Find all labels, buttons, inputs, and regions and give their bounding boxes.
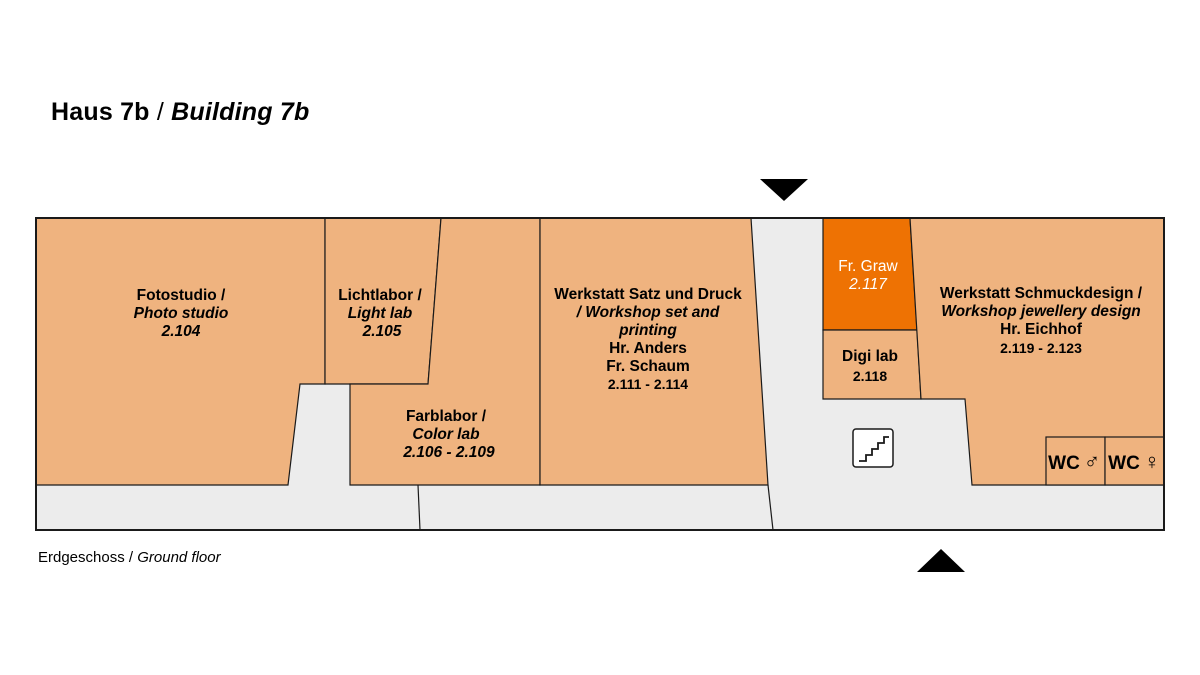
wc-label: WC xyxy=(1108,453,1140,474)
room-number: 2.119 - 2.123 xyxy=(1000,340,1082,356)
room-wc-male[interactable]: WC ♂ xyxy=(1045,436,1106,486)
building-outline xyxy=(35,217,1165,531)
room-number: 2.105 xyxy=(362,323,402,340)
room-person: Hr. Anders xyxy=(609,340,687,357)
room-label-en: / Workshop set and xyxy=(576,304,720,321)
room-number: 2.117 xyxy=(848,276,888,293)
room-label-en: printing xyxy=(618,322,677,339)
room-label: Digi lab xyxy=(842,348,898,365)
room-number: 2.106 - 2.109 xyxy=(402,444,495,461)
room-label: Werkstatt Satz und Druck xyxy=(554,286,742,303)
room-label: Lichtlabor / xyxy=(338,287,422,304)
room-person: Fr. Graw xyxy=(838,258,898,275)
title-german: Haus 7b xyxy=(51,98,150,126)
room-label-en: Photo studio xyxy=(134,305,229,322)
stairs-icon xyxy=(852,428,894,468)
arrow-up-icon xyxy=(917,549,965,572)
room-label: Werkstatt Schmuckdesign / xyxy=(940,285,1143,302)
room-person: Hr. Eichhof xyxy=(1000,321,1083,338)
floor-english: Ground floor xyxy=(137,549,221,566)
floor-german: Erdgeschoss xyxy=(38,549,125,566)
title-english: Building 7b xyxy=(171,98,310,126)
page-title: Haus 7b / Building 7b xyxy=(51,98,309,127)
room-graw[interactable]: Fr. Graw 2.117 xyxy=(822,217,918,331)
room-label-en: Workshop jewellery design xyxy=(941,303,1141,320)
room-lichtlabor[interactable]: Lichtlabor / Light lab 2.105 xyxy=(324,217,442,385)
wc-label: WC xyxy=(1048,453,1080,474)
female-icon: ♀ xyxy=(1144,449,1161,474)
room-person: Fr. Schaum xyxy=(606,358,690,375)
room-fotostudio[interactable]: Fotostudio / Photo studio 2.104 xyxy=(35,217,326,486)
room-digilab[interactable]: Digi lab 2.118 xyxy=(822,329,922,400)
corridor-divider xyxy=(767,484,774,531)
room-label-en: Light lab xyxy=(348,305,413,322)
room-number: 2.111 - 2.114 xyxy=(608,376,688,392)
room-number: 2.118 xyxy=(853,368,887,384)
room-satz-druck[interactable]: Werkstatt Satz und Druck / Workshop set … xyxy=(539,217,769,486)
room-label: Fotostudio / xyxy=(137,287,226,304)
floor-label: Erdgeschoss / Ground floor xyxy=(38,549,221,566)
arrow-down-icon xyxy=(760,179,808,201)
corridor-divider xyxy=(417,484,421,531)
title-separator: / xyxy=(156,98,164,126)
room-number: 2.104 xyxy=(161,323,201,340)
room-schmuckdesign[interactable]: Werkstatt Schmuckdesign / Workshop jewel… xyxy=(909,217,1165,486)
room-label-en: Color lab xyxy=(412,426,480,443)
floor-separator: / xyxy=(128,549,134,566)
room-label: Farblabor / xyxy=(406,408,487,425)
male-icon: ♂ xyxy=(1084,449,1101,474)
room-wc-female[interactable]: WC ♀ xyxy=(1104,436,1165,486)
